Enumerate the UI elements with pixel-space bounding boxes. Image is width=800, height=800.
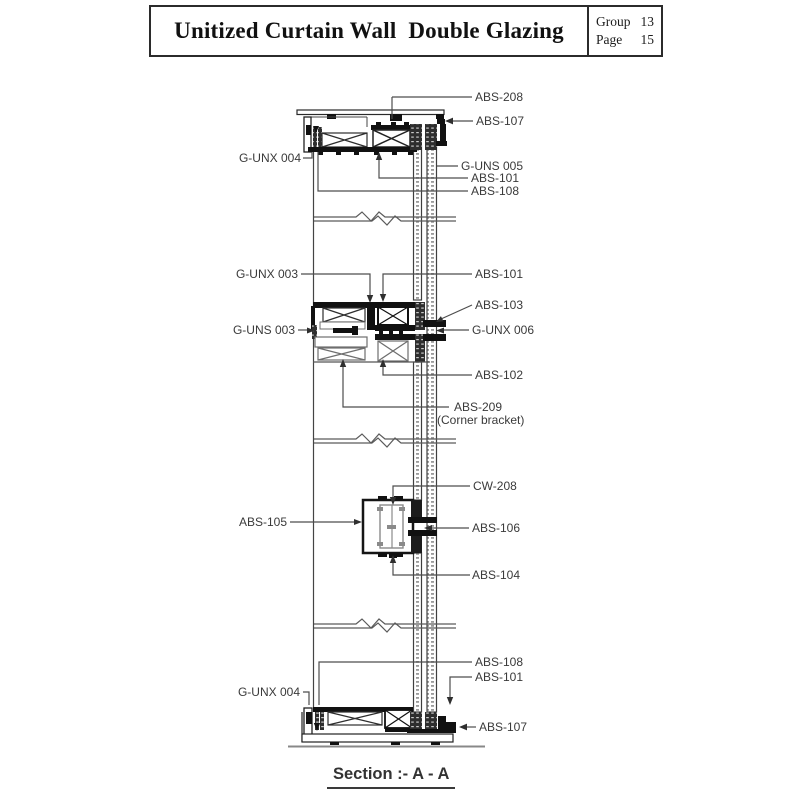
- callout-labels: ABS-208 ABS-107 G-UNX 004 G-UNS 005 ABS-…: [233, 90, 534, 734]
- label-g-unx-004-bottom: G-UNX 004: [238, 685, 300, 699]
- page-value: 15: [640, 32, 655, 47]
- label-g-unx-006: G-UNX 006: [472, 323, 534, 337]
- group-value: 13: [640, 14, 655, 29]
- label-abs-108-bottom: ABS-108: [475, 655, 523, 669]
- label-abs-104: ABS-104: [472, 568, 520, 582]
- title-block: Unitized Curtain Wall Double Glazing Gro…: [149, 5, 663, 57]
- label-abs-102: ABS-102: [475, 368, 523, 382]
- label-abs-106: ABS-106: [472, 521, 520, 535]
- leader-arrowheads: [307, 117, 467, 731]
- label-cw-208: CW-208: [473, 479, 517, 493]
- label-abs-103: ABS-103: [475, 298, 523, 312]
- page-row: Page 15: [596, 32, 654, 48]
- label-g-uns-005: G-UNS 005: [461, 159, 523, 173]
- label-g-unx-003: G-UNX 003: [236, 267, 298, 281]
- stack-joint-detail: [311, 302, 446, 363]
- label-abs-101-mid: ABS-101: [475, 267, 523, 281]
- group-page-cell: Group 13 Page 15: [587, 7, 661, 55]
- leader-lines: [290, 96, 476, 728]
- group-label: Group: [596, 14, 631, 29]
- label-g-unx-004-top: G-UNX 004: [239, 151, 301, 165]
- label-abs-208: ABS-208: [475, 90, 523, 104]
- double-glazing-glass: [412, 145, 438, 713]
- label-abs-107-top: ABS-107: [476, 114, 524, 128]
- page-title: Unitized Curtain Wall Double Glazing: [174, 18, 564, 43]
- label-abs-209-note: (Corner bracket): [437, 413, 524, 427]
- head-detail: [296, 109, 447, 155]
- label-abs-108-top: ABS-108: [471, 184, 519, 198]
- label-abs-107-bottom: ABS-107: [479, 720, 527, 734]
- page-label: Page: [596, 32, 623, 47]
- title-cell: Unitized Curtain Wall Double Glazing: [151, 7, 587, 55]
- break-lines: [313, 211, 456, 633]
- label-abs-101-bottom: ABS-101: [475, 670, 523, 684]
- label-abs-105: ABS-105: [239, 515, 287, 529]
- sill-detail: [301, 707, 456, 745]
- label-g-uns-003: G-UNS 003: [233, 323, 295, 337]
- section-caption: Section :- A - A: [327, 765, 456, 789]
- group-row: Group 13: [596, 14, 654, 30]
- label-abs-209: ABS-209: [454, 400, 502, 414]
- label-abs-101-top: ABS-101: [471, 171, 519, 185]
- transom-detail: [361, 496, 437, 558]
